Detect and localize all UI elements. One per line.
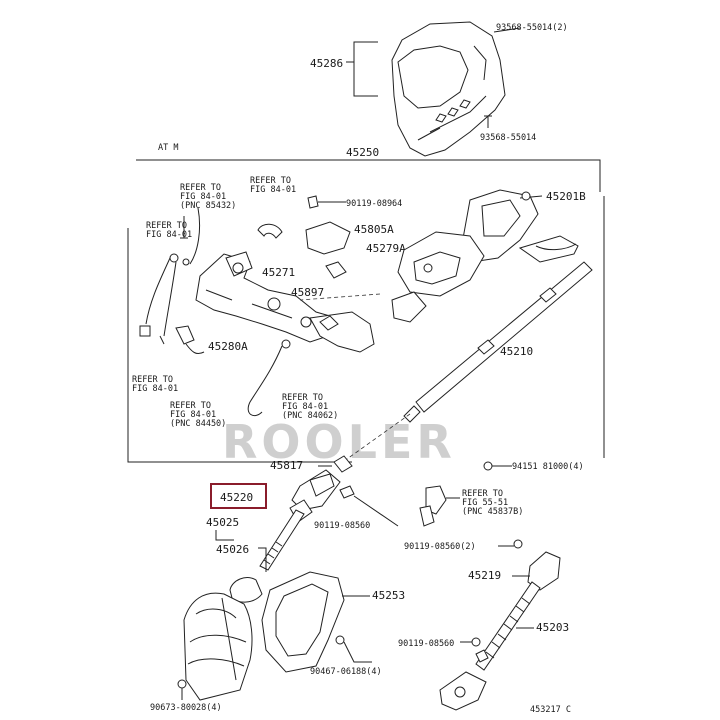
- label-45817: 45817: [270, 459, 303, 472]
- label-45026: 45026: [216, 543, 249, 556]
- refer-5-line-1: REFER TO: [170, 401, 211, 411]
- label-45250: 45250: [346, 146, 379, 159]
- label-45203: 45203: [536, 621, 569, 634]
- refer-2-line-1: REFER TO: [180, 183, 221, 193]
- leader-90119-08560: [353, 495, 399, 527]
- label-90119-08964: 90119-08964: [346, 199, 402, 209]
- label-45271: 45271: [262, 266, 295, 279]
- leader-90467: [343, 641, 372, 663]
- label-45210: 45210: [500, 345, 533, 358]
- switch-cable-illustration: [139, 207, 291, 417]
- bolt-90467: [335, 635, 345, 645]
- refer-1-line-1: REFER TO: [250, 176, 291, 186]
- highlight-45220: [210, 483, 267, 509]
- label-45025: 45025: [206, 516, 239, 529]
- label-45897: 45897: [291, 286, 324, 299]
- label-90467-06188-4: 90467-06188(4): [310, 667, 382, 677]
- refer-7-line-3: (PNC 45837B): [462, 507, 523, 517]
- refer-6-line-1: REFER TO: [282, 393, 323, 403]
- label-45280a: 45280A: [208, 340, 248, 353]
- bolt-94151: [483, 461, 493, 471]
- switch-bracket-illustration: [195, 251, 375, 353]
- lower-shaft-illustration: [439, 551, 561, 711]
- bolt-90119-08560b: [471, 637, 481, 647]
- clip-90673: [177, 679, 187, 689]
- label-90119-08560-2: 90119-08560(2): [404, 542, 476, 552]
- bolt-90119-08560-2: [513, 539, 523, 549]
- leader-45025: [215, 530, 234, 541]
- frame-left-line: [127, 228, 352, 463]
- refer-4-line-1: REFER TO: [132, 375, 173, 385]
- cover-plate-illustration: [261, 571, 345, 673]
- refer-6-line-2: FIG 84-01: [282, 402, 328, 412]
- column-cover-illustration: [391, 21, 506, 157]
- cover-bracket: [346, 41, 378, 97]
- clip-illustration: [257, 195, 351, 279]
- label-93568-55014: 93568-55014: [480, 133, 536, 143]
- refer-5-line-3: (PNC 84450): [170, 419, 226, 429]
- label-94151-81000-4: 94151 81000(4): [512, 462, 584, 472]
- guide-middle: [299, 293, 381, 301]
- leader-93568-2: [493, 27, 521, 33]
- refer-2-line-2: FIG 84-01: [180, 192, 226, 202]
- refer-4-line-2: FIG 84-01: [132, 384, 178, 394]
- label-45279a: 45279A: [366, 242, 406, 255]
- intermediate-shaft-illustration: [229, 455, 355, 603]
- screw-93568: [484, 115, 492, 128]
- label-atm: AT M: [158, 143, 178, 153]
- label-45201b: 45201B: [546, 190, 586, 203]
- label-45219: 45219: [468, 569, 501, 582]
- refer-5-line-2: FIG 84-01: [170, 410, 216, 420]
- label-45253: 45253: [372, 589, 405, 602]
- leader-45026: [258, 547, 267, 572]
- refer-3-line-1: REFER TO: [146, 221, 187, 231]
- label-45805a: 45805A: [354, 223, 394, 236]
- refer-1-line-2: FIG 84-01: [250, 185, 296, 195]
- figure-number: 453217 C: [530, 705, 571, 715]
- refer-3-line-2: FIG 84-01: [146, 230, 192, 240]
- label-90119-08560b: 90119-08560: [398, 639, 454, 649]
- steering-column-illustration: [391, 189, 593, 423]
- refer-2-line-3: (PNC 85432): [180, 201, 236, 211]
- refer-7-line-1: REFER TO: [462, 489, 503, 499]
- refer-7-line-2: FIG 55-51: [462, 498, 508, 508]
- dust-cover-illustration: [183, 592, 253, 701]
- frame-top-line: [136, 159, 601, 192]
- label-45286: 45286: [310, 57, 343, 70]
- guide-upper: [339, 413, 411, 465]
- label-90673-80028-4: 90673-80028(4): [150, 703, 222, 713]
- label-90119-08560: 90119-08560: [314, 521, 370, 531]
- refer-6-line-3: (PNC 84062): [282, 411, 338, 421]
- lower-bracket-illustration: [419, 485, 447, 527]
- label-93568-55014-2: 93568-55014(2): [496, 23, 568, 33]
- label-45220: 45220: [220, 491, 253, 504]
